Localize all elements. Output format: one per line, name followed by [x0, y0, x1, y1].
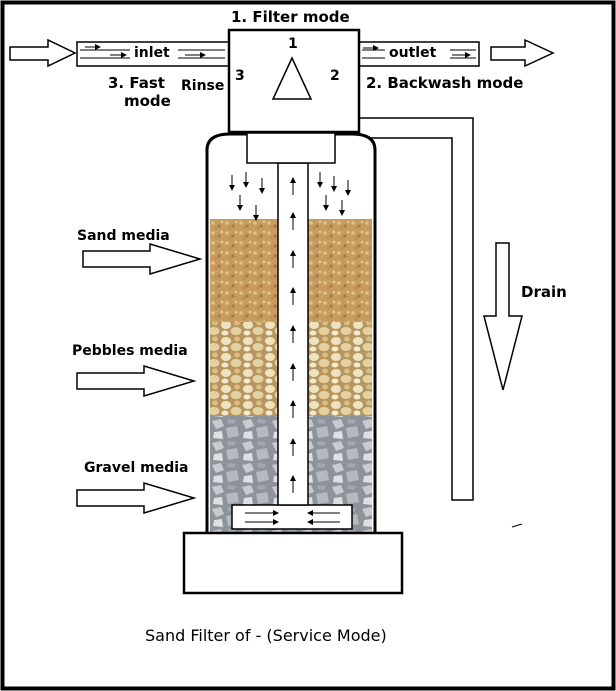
valve-port-3-label: 3: [235, 68, 245, 84]
backwash-mode-label: 2. Backwash mode: [366, 74, 523, 92]
inlet-pipe: [76, 41, 231, 67]
inlet-flow-arrow: [9, 38, 77, 68]
bottom-collector: [231, 504, 353, 530]
drain-arrow: [483, 242, 523, 391]
outlet-pipe: [358, 41, 480, 67]
filter-base: [182, 531, 404, 595]
sand-media-label: Sand media: [77, 228, 170, 244]
filter-mode-label: 1. Filter mode: [231, 8, 350, 26]
valve-port-1-label: 1: [288, 36, 298, 52]
valve-indicator-triangle: [271, 56, 313, 100]
fast-rinse-label-word2: Rinse: [181, 78, 224, 94]
fast-rinse-label-line1: 3. Fast: [108, 74, 165, 92]
fast-rinse-label-line2: mode: [124, 92, 171, 110]
diagram-caption: Sand Filter of - (Service Mode): [145, 626, 387, 645]
valve-connector: [246, 132, 336, 164]
sand-media-arrow: [82, 242, 203, 276]
outlet-flow-arrow: [490, 38, 555, 68]
gravel-media-arrow: [76, 481, 197, 515]
gravel-media-label: Gravel media: [84, 460, 189, 476]
drain-pipe: [359, 117, 474, 501]
outlet-label: outlet: [389, 45, 437, 61]
pebbles-media-label: Pebbles media: [72, 343, 188, 359]
drain-label: Drain: [521, 283, 567, 301]
pebbles-media-arrow: [76, 364, 197, 398]
valve-port-2-label: 2: [330, 68, 340, 84]
inlet-label: inlet: [134, 45, 170, 61]
stray-mark: [511, 523, 523, 528]
inflow-down-arrows: [229, 172, 351, 221]
